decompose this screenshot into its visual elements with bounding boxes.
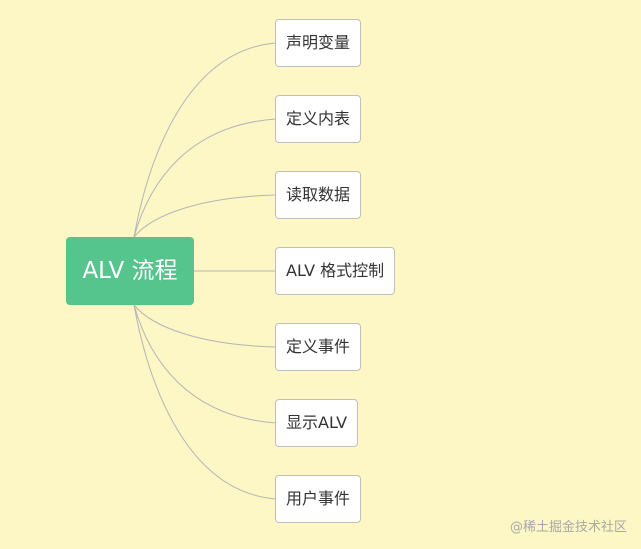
- watermark-text: @稀土掘金技术社区: [509, 520, 627, 535]
- connector-line: [133, 304, 277, 424]
- child-node-declare-variables[interactable]: 声明变量: [275, 19, 362, 67]
- child-node-user-events[interactable]: 用户事件: [275, 475, 362, 523]
- child-node-define-internal-table[interactable]: 定义内表: [275, 95, 362, 143]
- child-node-read-data[interactable]: 读取数据: [275, 171, 362, 219]
- connector-line: [133, 42, 277, 238]
- connector-line: [133, 118, 277, 238]
- child-node-define-events[interactable]: 定义事件: [275, 323, 362, 371]
- child-node-display-alv[interactable]: 显示ALV: [275, 399, 359, 447]
- child-node-alv-format-control[interactable]: ALV 格式控制: [275, 247, 396, 295]
- root-node[interactable]: ALV 流程: [66, 237, 194, 305]
- connector-line: [133, 194, 277, 238]
- connector-line: [133, 304, 277, 348]
- connector-line: [133, 304, 277, 500]
